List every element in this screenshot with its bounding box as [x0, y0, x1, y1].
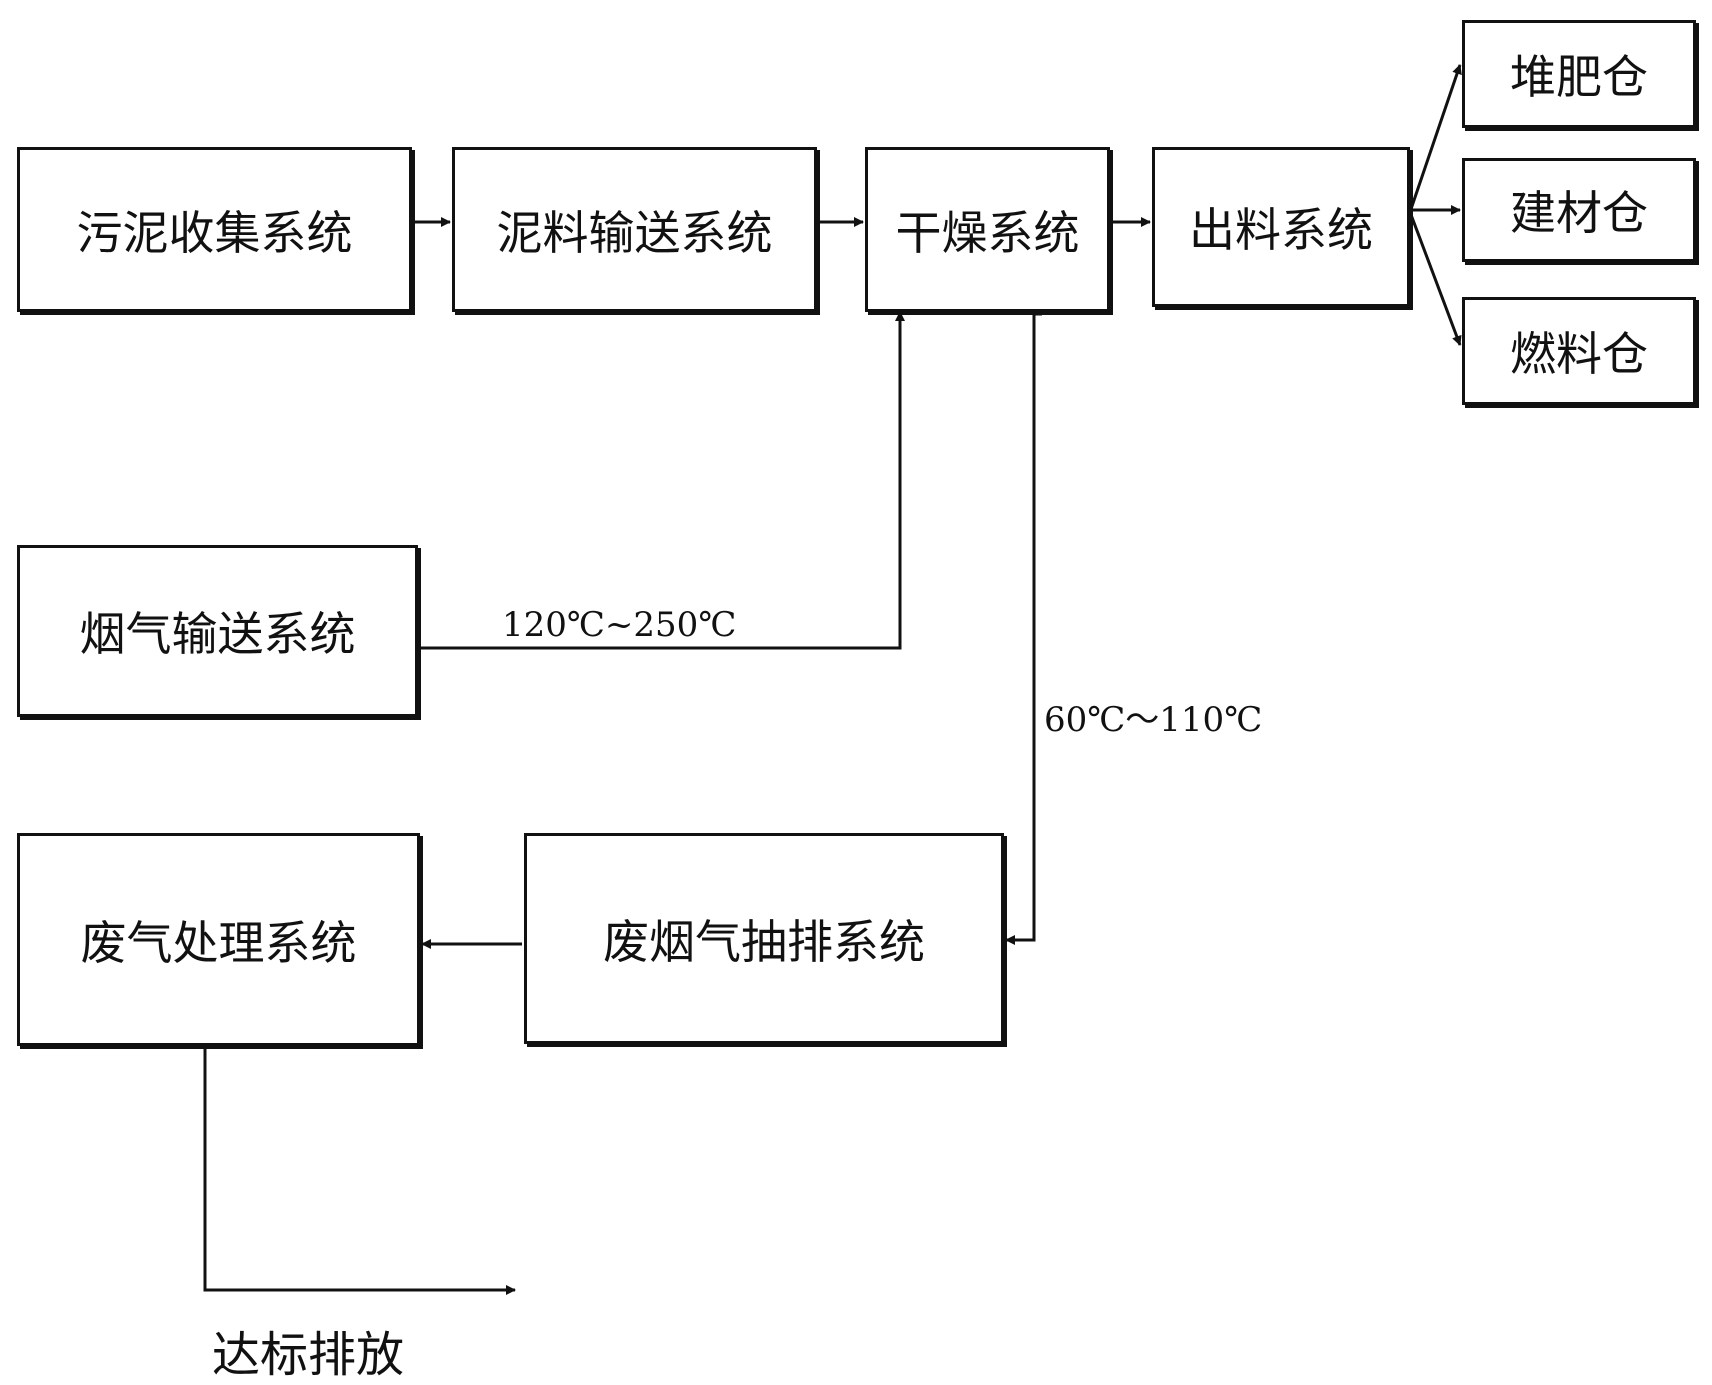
sludge-conveying-system-label: 泥料输送系统 — [496, 205, 773, 260]
compost-bin-box: 堆肥仓 — [1462, 20, 1696, 128]
exhaust-treatment-system-label: 废气处理系统 — [80, 915, 357, 970]
building-material-bin-box: 建材仓 — [1462, 158, 1696, 262]
arrow-discharge-to-compost — [1408, 64, 1462, 213]
arrow-treatment-to-emission — [203, 1046, 516, 1295]
discharge-system-label: 出料系统 — [1189, 203, 1373, 257]
hot-gas-temperature-label: 120℃~250℃ — [502, 605, 737, 645]
fuel-bin-label: 燃料仓 — [1510, 327, 1648, 381]
arrow-drying-to-extraction — [1005, 312, 1042, 945]
waste-flue-gas-extraction-system-label: 废烟气抽排系统 — [603, 914, 925, 969]
sludge-conveying-system-box: 泥料输送系统 — [452, 147, 817, 312]
flue-gas-conveying-system-box: 烟气输送系统 — [17, 545, 418, 717]
waste-flue-gas-extraction-system-box: 废烟气抽排系统 — [524, 833, 1004, 1044]
drying-system-box: 干燥系统 — [865, 147, 1110, 312]
sludge-collection-system-label: 污泥收集系统 — [76, 205, 353, 260]
compost-bin-label: 堆肥仓 — [1510, 50, 1648, 104]
arrow-discharge-to-fuel — [1408, 211, 1462, 346]
building-material-bin-label: 建材仓 — [1510, 186, 1648, 240]
arrow-fluegas-to-drying — [418, 311, 905, 650]
compliant-emission-label: 达标排放 — [212, 1327, 405, 1383]
drying-system-label: 干燥系统 — [895, 205, 1080, 260]
fuel-bin-box: 燃料仓 — [1462, 297, 1696, 405]
sludge-collection-system-box: 污泥收集系统 — [17, 147, 412, 312]
exhaust-treatment-system-box: 废气处理系统 — [17, 833, 420, 1046]
flue-gas-conveying-system-label: 烟气输送系统 — [79, 607, 356, 661]
discharge-system-box: 出料系统 — [1152, 147, 1410, 307]
waste-gas-temperature-label: 60℃～110℃ — [1044, 700, 1263, 740]
